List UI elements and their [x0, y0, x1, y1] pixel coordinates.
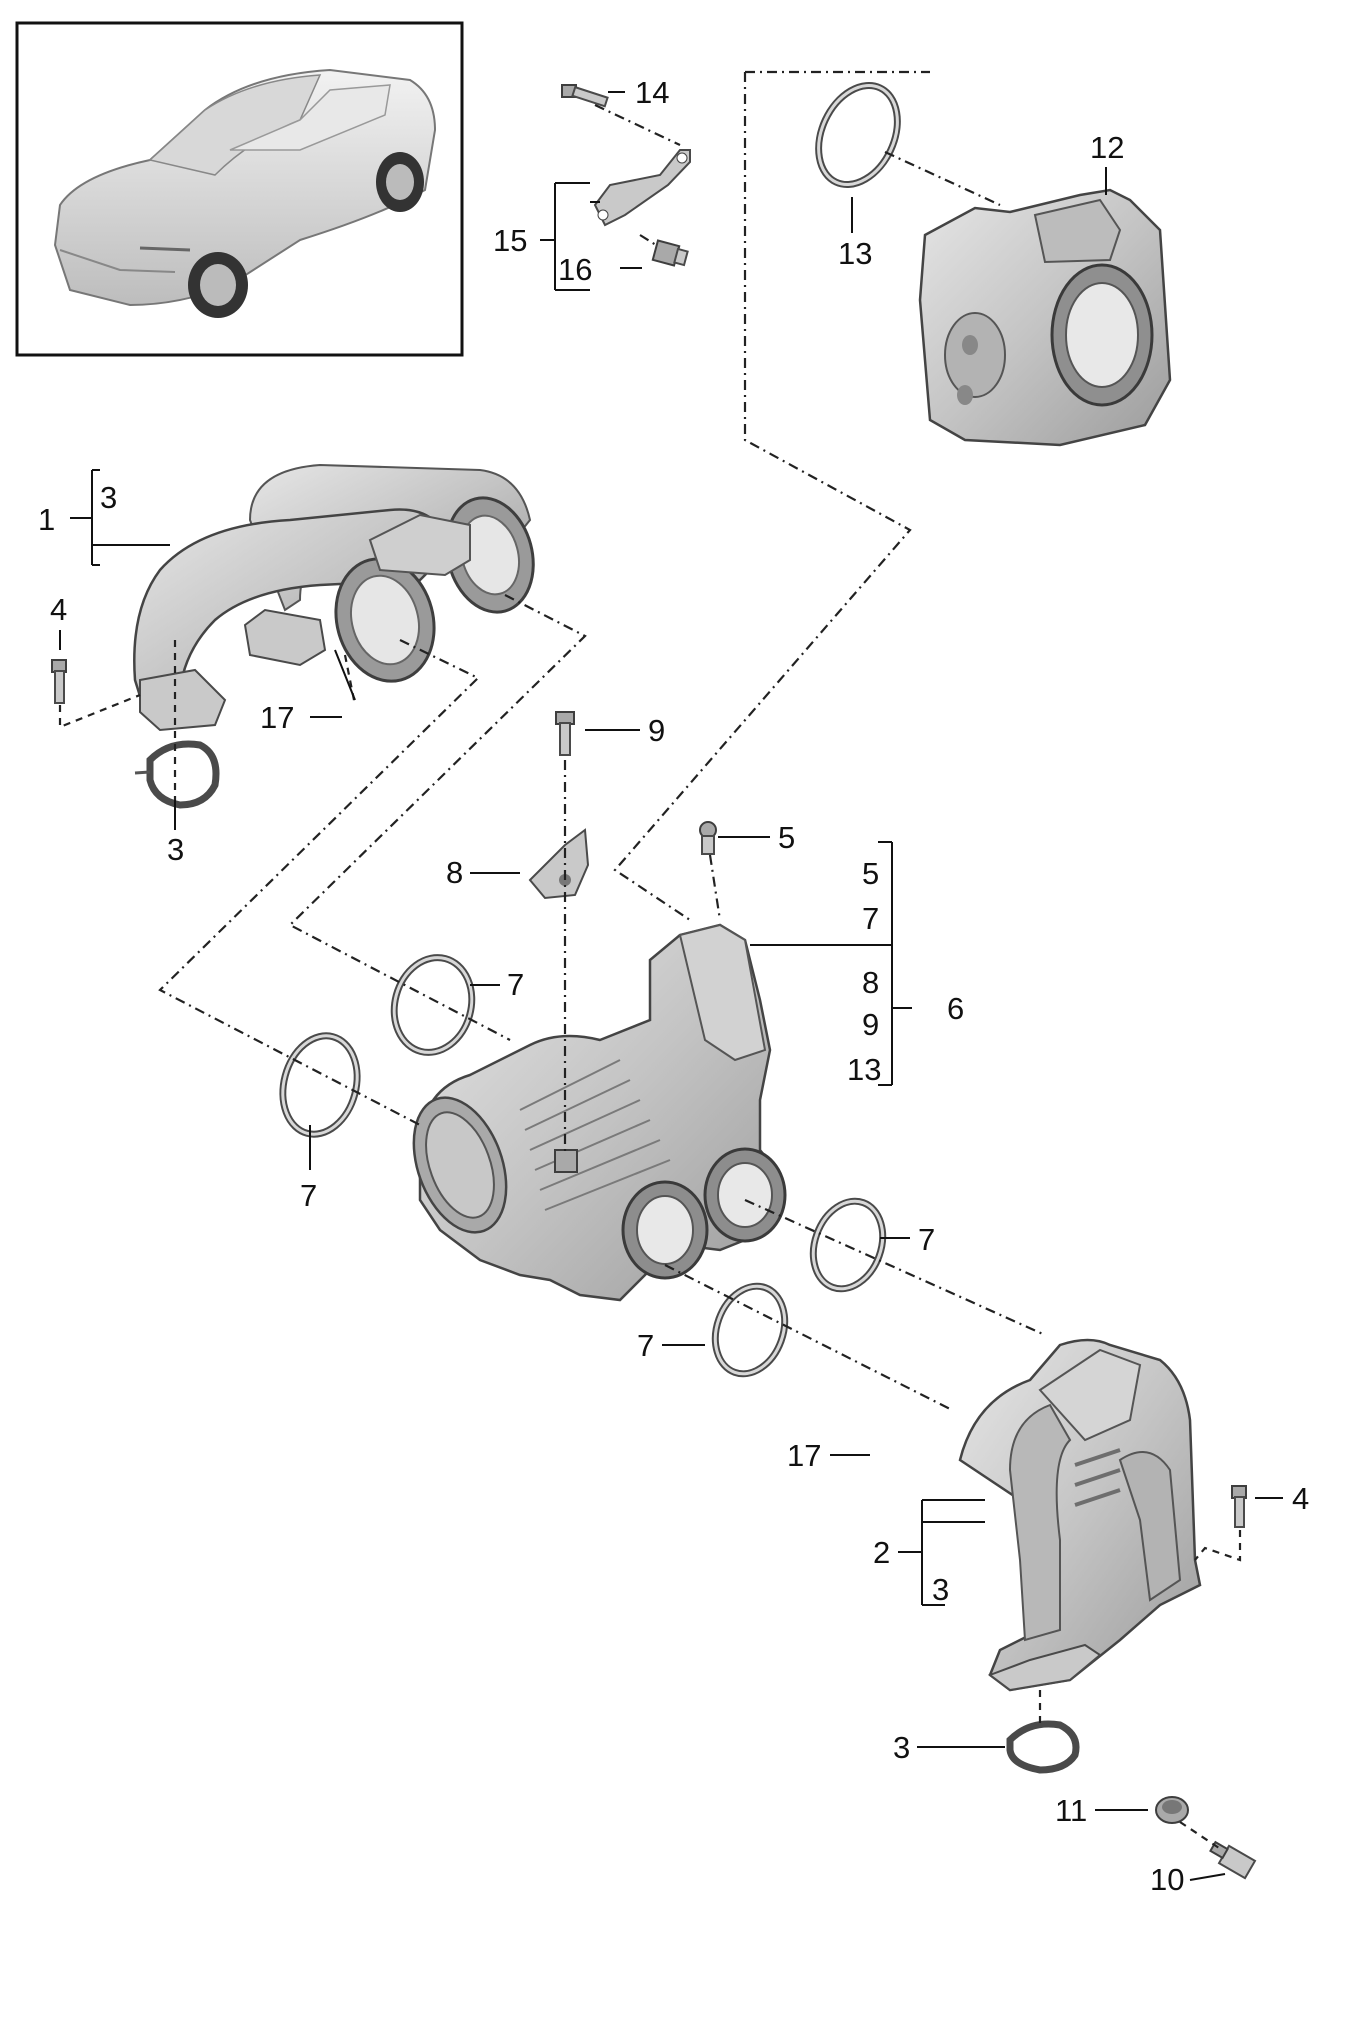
callout-9: 9	[648, 713, 665, 748]
o-ring-7-d	[711, 1282, 789, 1378]
bolt-4-left	[51, 659, 67, 704]
bolt-14	[561, 84, 609, 108]
vehicle-thumbnail	[15, 21, 464, 357]
callout-10: 10	[1150, 1862, 1184, 1897]
callout-2: 2	[873, 1535, 890, 1570]
callout-15: 15	[493, 223, 527, 258]
leader-lines	[59, 91, 1283, 1881]
seal-ring-13	[815, 81, 901, 189]
callout-3-left: 3	[167, 832, 184, 867]
callout-17-right: 17	[787, 1438, 821, 1473]
callout-17-left: 17	[260, 700, 294, 735]
vehicle-icon	[53, 68, 437, 318]
assembly-lines	[58, 70, 1242, 1851]
callout-3-right: 3	[893, 1730, 910, 1765]
callout-5: 5	[778, 820, 795, 855]
gasket-3-left	[134, 740, 220, 809]
callout-labels: 14 15 16 13 12 1 3 4 17 3 9 8 5 5 7 8 9 …	[38, 75, 1309, 1897]
group-9: 9	[862, 1007, 879, 1042]
intake-manifold	[412, 923, 787, 1302]
sensor-5	[699, 821, 717, 855]
sensor-bracket-8	[528, 828, 590, 900]
group-5: 5	[862, 856, 879, 891]
plug-11	[1155, 1796, 1189, 1824]
o-ring-7-c	[809, 1197, 887, 1293]
callout-8: 8	[446, 855, 463, 890]
group-8: 8	[862, 965, 879, 1000]
bracket	[593, 149, 691, 227]
callout-4-right: 4	[1292, 1481, 1309, 1516]
bushing-16	[651, 239, 689, 267]
group-7: 7	[862, 901, 879, 936]
callout-3-group-1: 3	[100, 480, 117, 515]
callout-1: 1	[38, 502, 55, 537]
callout-12: 12	[1090, 130, 1124, 165]
intake-pipe-left	[133, 463, 535, 732]
callout-13: 13	[838, 236, 872, 271]
sensor	[1209, 1840, 1257, 1880]
group-13: 13	[847, 1052, 881, 1087]
callout-6: 6	[947, 991, 964, 1026]
callout-16: 16	[558, 252, 592, 287]
gasket-3-right	[1006, 1720, 1080, 1774]
throttle-body	[918, 188, 1172, 447]
o-ring-7-a	[390, 954, 476, 1056]
o-ring-7-b	[279, 1032, 361, 1138]
callout-7-a: 7	[507, 967, 524, 1002]
callout-11: 11	[1055, 1793, 1087, 1828]
callout-7-b: 7	[300, 1178, 317, 1213]
callout-7-c: 7	[918, 1222, 935, 1257]
intake-pipe-right	[958, 1338, 1202, 1692]
bolt-4-right	[1231, 1485, 1247, 1528]
callout-4-left: 4	[50, 592, 67, 627]
bolt-9	[555, 711, 575, 756]
callout-7-d: 7	[637, 1328, 654, 1363]
callout-3-group-2: 3	[932, 1572, 949, 1607]
callout-14: 14	[635, 75, 669, 110]
